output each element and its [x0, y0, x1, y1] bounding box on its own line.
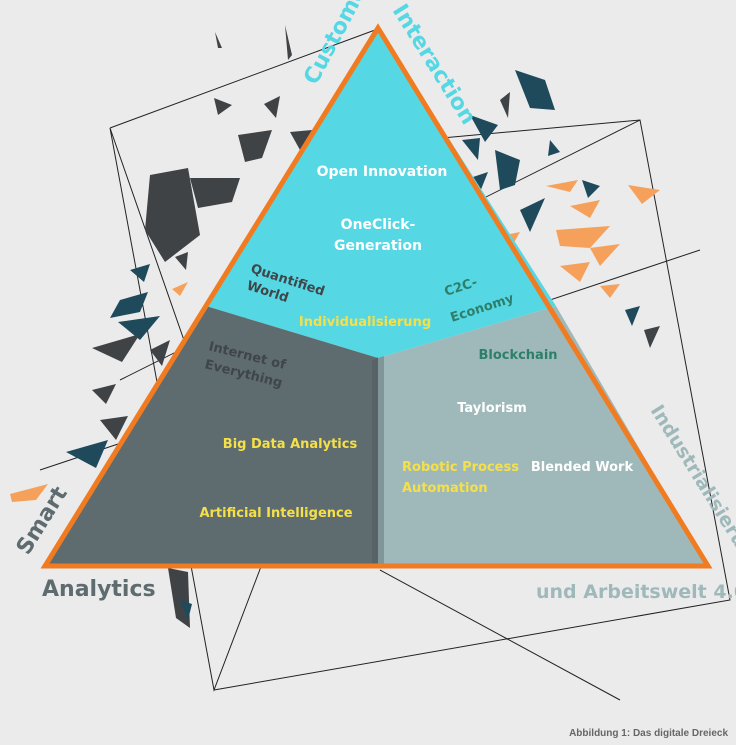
triangle-outline — [40, 23, 713, 569]
corner-label-arbeitswelt: und Arbeitswelt 4.0 — [536, 581, 736, 603]
label-ai: Artificial Intelligence — [199, 506, 352, 521]
label-individualisierung: Individualisierung — [299, 315, 431, 330]
segment-smart-analytics — [45, 306, 378, 566]
label-rpa-line1: Robotic Process — [402, 460, 519, 475]
segment-customer-interaction — [206, 28, 556, 358]
segment-industrialisierung — [378, 306, 708, 566]
label-oneclick-line2: Generation — [334, 238, 422, 254]
label-blended-work: Blended Work — [531, 460, 634, 475]
label-blockchain: Blockchain — [478, 348, 557, 363]
label-taylorism: Taylorism — [457, 401, 527, 416]
label-open-innovation: Open Innovation — [317, 164, 448, 180]
center-shadow — [372, 356, 384, 566]
label-oneclick-line1: OneClick- — [341, 217, 416, 233]
figure-caption: Abbildung 1: Das digitale Dreieck — [569, 728, 728, 739]
label-rpa-line2: Automation — [402, 481, 488, 496]
corner-label-analytics: Analytics — [42, 577, 156, 602]
label-big-data: Big Data Analytics — [223, 437, 358, 452]
shards — [10, 25, 660, 628]
